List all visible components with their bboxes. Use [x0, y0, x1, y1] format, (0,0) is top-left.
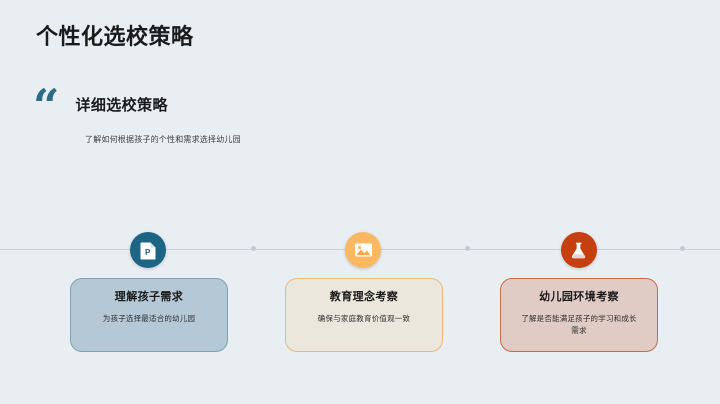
timeline-node-2[interactable] — [345, 232, 381, 268]
quote-heading: 详细选校策略 — [75, 97, 168, 114]
image-picture-icon — [354, 242, 373, 258]
flask-icon — [570, 241, 588, 260]
timeline-node-3[interactable] — [561, 232, 597, 268]
step-card-2[interactable]: 教育理念考察 确保与家庭教育价值观一致 — [285, 278, 443, 352]
quote-subtitle: 了解如何根据孩子的个性和需求选择幼儿园 — [85, 135, 241, 145]
document-p-icon: P — [140, 241, 157, 260]
step-card-3[interactable]: 幼儿园环境考察 了解是否能满足孩子的学习和成长需求 — [500, 278, 658, 352]
step-card-1[interactable]: 理解孩子需求 为孩子选择最适合的幼儿园 — [70, 278, 228, 352]
page-title: 个性化选校策略 — [36, 24, 194, 49]
svg-text:P: P — [145, 248, 151, 257]
timeline-marker-dot — [251, 246, 256, 251]
step-card-description: 确保与家庭教育价值观一致 — [317, 314, 411, 324]
step-card-title: 幼儿园环境考察 — [539, 291, 619, 303]
quote-block: “ 详细选校策略 了解如何根据孩子的个性和需求选择幼儿园 — [33, 79, 313, 145]
quote-mark-icon: “ — [33, 79, 60, 133]
timeline-marker-dot — [680, 246, 685, 251]
step-card-title: 理解孩子需求 — [114, 291, 184, 303]
quote-row: “ 详细选校策略 — [33, 79, 313, 133]
timeline-marker-dot — [465, 246, 470, 251]
step-card-description: 了解是否能满足孩子的学习和成长需求 — [521, 314, 637, 335]
step-card-title: 教育理念考察 — [329, 291, 399, 303]
step-card-description: 为孩子选择最适合的幼儿园 — [102, 314, 196, 324]
timeline-node-1[interactable]: P — [130, 232, 166, 268]
